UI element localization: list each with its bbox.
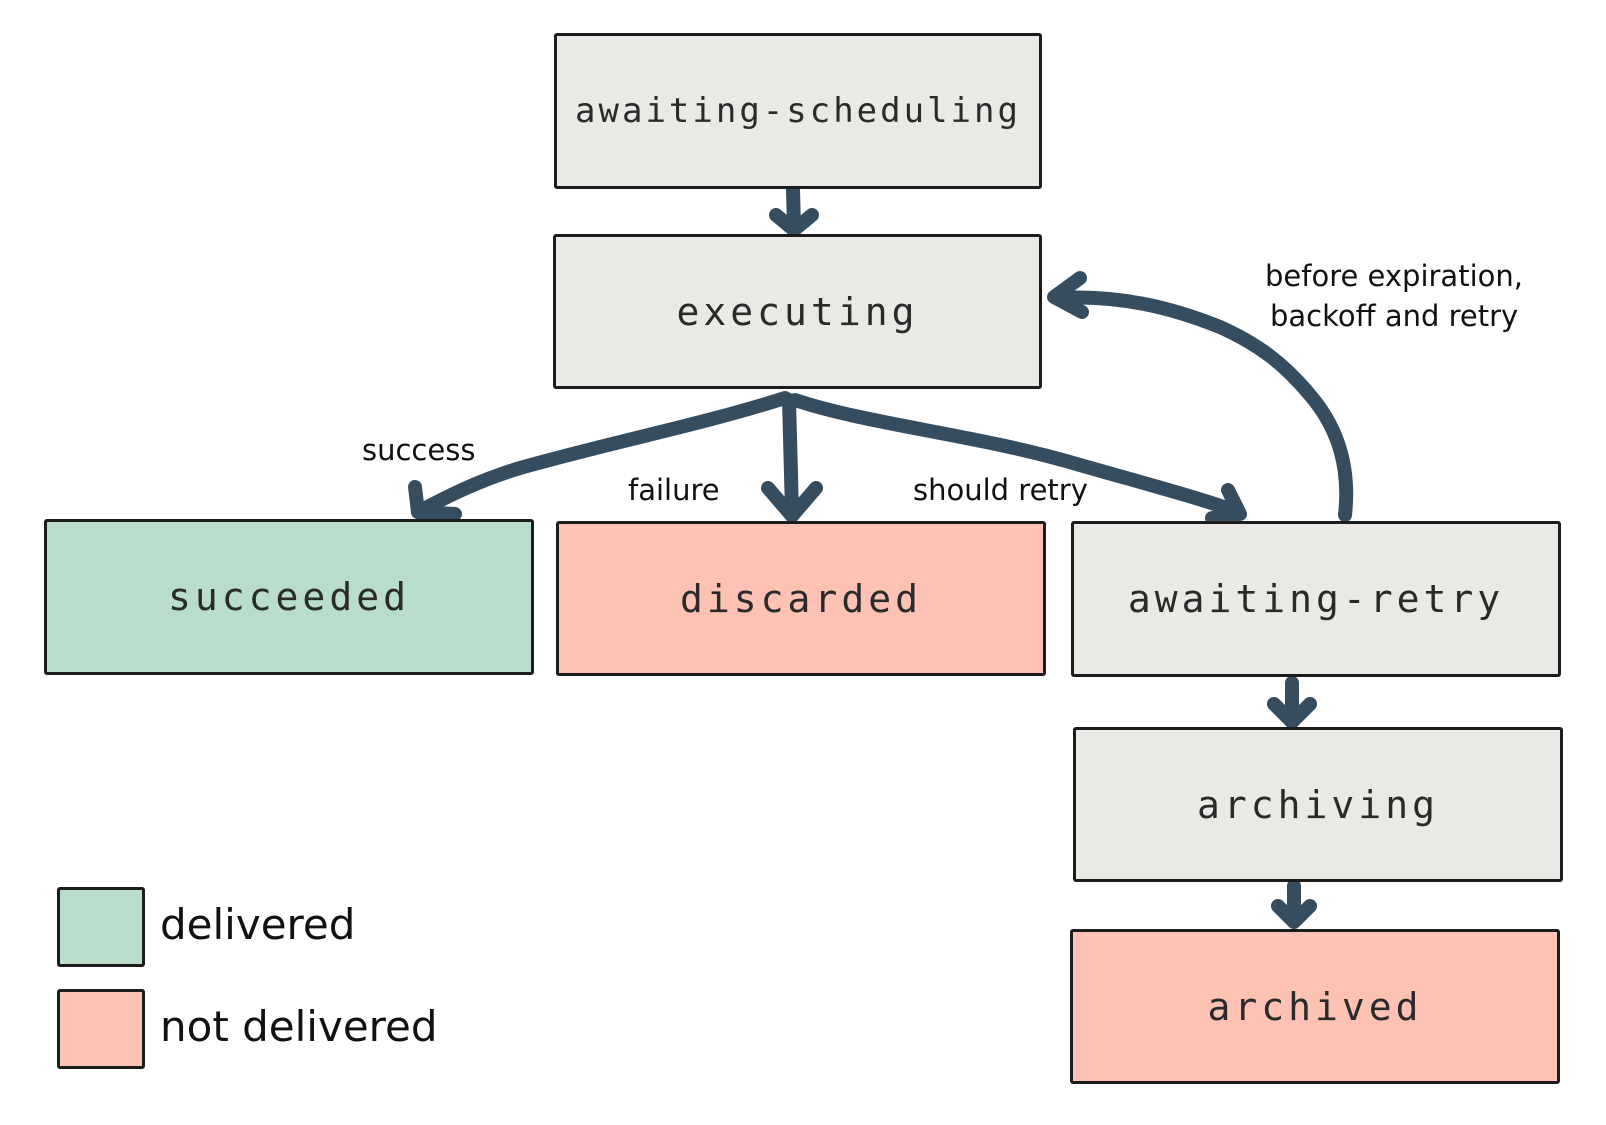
node-awaiting-scheduling-label: awaiting-scheduling	[575, 91, 1021, 131]
edge-label-should-retry: should retry	[913, 473, 1088, 507]
arrowhead-retry	[1205, 483, 1247, 525]
legend-swatch-not-delivered	[57, 989, 145, 1069]
arrowhead-discarded	[761, 481, 823, 523]
node-discarded-label: discarded	[680, 576, 922, 621]
arrowhead-executing	[769, 208, 819, 237]
node-awaiting-scheduling: awaiting-scheduling	[554, 33, 1042, 189]
legend-label-not-delivered: not delivered	[160, 1002, 438, 1051]
node-executing: executing	[553, 234, 1042, 389]
node-awaiting-retry-label: awaiting-retry	[1127, 577, 1505, 621]
arrowhead-archived	[1271, 899, 1317, 929]
node-awaiting-retry: awaiting-retry	[1071, 521, 1561, 677]
arrow-executing-to-retry	[788, 393, 1245, 519]
legend-label-delivered: delivered	[160, 900, 356, 949]
node-discarded: discarded	[556, 521, 1046, 676]
node-executing-label: executing	[676, 289, 919, 334]
arrow-retry-to-executing	[1051, 290, 1354, 522]
node-archiving-label: archiving	[1197, 782, 1439, 827]
node-succeeded: succeeded	[44, 519, 534, 675]
arrowhead-archiving	[1267, 697, 1317, 729]
edge-label-failure: failure	[628, 473, 720, 507]
edge-label-retry-line-1: before expiration,	[1265, 259, 1523, 293]
edge-label-success: success	[362, 433, 476, 467]
arrow-executing-to-succeeded	[411, 391, 792, 519]
node-archived: archived	[1070, 929, 1560, 1084]
node-succeeded-label: succeeded	[168, 575, 410, 619]
arrow-executing-to-discarded	[782, 393, 799, 519]
node-archiving: archiving	[1073, 727, 1563, 882]
node-archived-label: archived	[1207, 984, 1423, 1029]
edge-label-retry-line-2: backoff and retry	[1270, 299, 1519, 333]
arrowhead-succeeded	[408, 480, 462, 521]
arrowhead-executing-retry	[1047, 271, 1089, 319]
arrow-scheduling-to-executing	[786, 183, 801, 233]
legend-swatch-delivered	[57, 887, 145, 967]
